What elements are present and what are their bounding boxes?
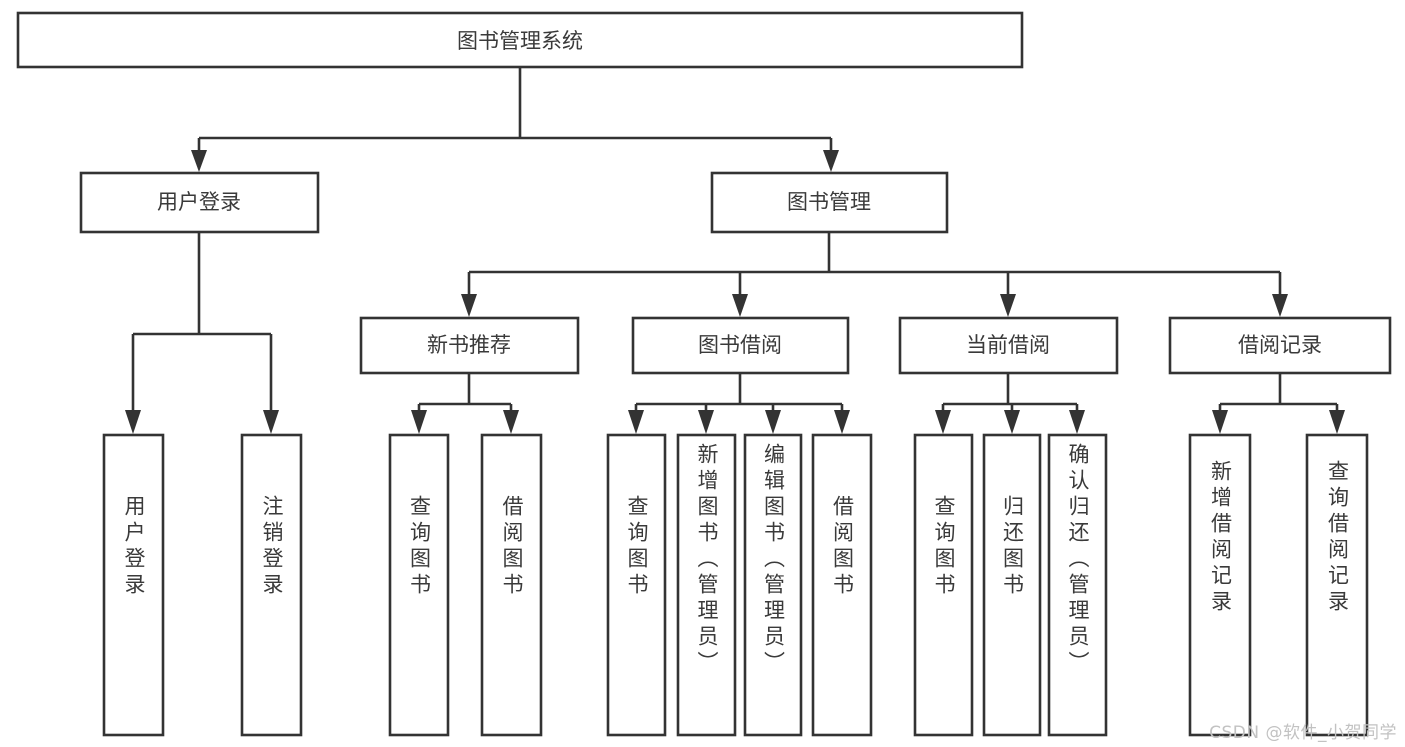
leaf-box-current-borrow-1[interactable] [982,433,1042,737]
leaf-box-book-borrow-0[interactable] [606,433,667,737]
arrow-user-login-c1 [263,410,279,434]
node-root[interactable]: 图书管理系统 [16,11,1024,69]
connector-book-borrow-children [628,373,850,434]
arrow-to-borrow-records [1272,294,1288,317]
arrow-cb-c2 [1069,410,1085,434]
connector-book-management-children [461,232,1288,317]
leaf-box-book-borrow-2[interactable] [743,433,803,737]
arrow-cb-c1 [1004,410,1020,434]
node-current-borrow-box[interactable] [898,316,1119,375]
node-borrow-records[interactable]: 借阅记录 [1168,316,1392,375]
leaf-box-book-borrow-3[interactable] [811,433,873,737]
arrow-to-current-borrow [1000,294,1016,317]
arrow-bb-c3 [834,410,850,434]
node-new-book-recommend[interactable]: 新书推荐 [359,316,580,375]
arrow-br-c1 [1329,410,1345,434]
arrow-to-new-book [461,294,477,317]
node-book-borrow-label: 图书借阅 [698,333,782,357]
node-root-label: 图书管理系统 [457,29,583,53]
leaf-box-borrow-records-0[interactable] [1188,433,1252,737]
leaf-box-new-book-0[interactable] [388,433,450,737]
leaf-box-current-borrow-0[interactable] [913,433,974,737]
node-current-borrow-label: 当前借阅 [966,333,1050,357]
arrow-to-book-borrow [732,294,748,317]
connector-current-borrow-children [935,373,1085,434]
node-book-borrow[interactable]: 图书借阅 [631,316,850,375]
arrow-to-user-login [191,150,207,172]
node-current-borrow[interactable]: 当前借阅 [898,316,1119,375]
node-borrow-records-box[interactable] [1168,316,1392,375]
arrow-bb-c0 [628,410,644,434]
arrow-nbr-c1 [503,410,519,434]
connector-root-to-level2 [191,67,839,172]
arrow-nbr-c0 [411,410,427,434]
leaf-box-new-book-1[interactable] [480,433,543,737]
arrow-cb-c0 [935,410,951,434]
leaf-box-book-borrow-1[interactable] [676,433,737,737]
arrow-to-book-mgmt [823,150,839,172]
connector-new-book-recommend-children [411,373,519,434]
node-book-borrow-box[interactable] [631,316,850,375]
leaf-box-current-borrow-2[interactable] [1047,433,1108,737]
node-book-management-label: 图书管理 [787,190,871,214]
arrow-br-c0 [1212,410,1228,434]
leaf-box-user-login-0[interactable] [102,433,165,737]
node-user-login[interactable]: 用户登录 [79,171,320,234]
connector-borrow-records-children [1212,373,1345,434]
csdn-watermark: CSDN @软件_小贺同学 [1209,723,1397,743]
node-book-management[interactable]: 图书管理 [710,171,949,234]
connector-user-login-children [125,232,279,434]
node-root-box[interactable] [16,11,1024,69]
node-user-login-label: 用户登录 [157,190,241,214]
node-book-management-box[interactable] [710,171,949,234]
leaf-box-borrow-records-1[interactable] [1305,433,1369,737]
arrow-bb-c1 [698,410,714,434]
arrow-user-login-c0 [125,410,141,434]
node-new-book-recommend-box[interactable] [359,316,580,375]
leaf-box-user-login-1[interactable] [240,433,303,737]
node-borrow-records-label: 借阅记录 [1238,333,1322,357]
node-new-book-recommend-label: 新书推荐 [427,333,511,357]
arrow-bb-c2 [765,410,781,434]
